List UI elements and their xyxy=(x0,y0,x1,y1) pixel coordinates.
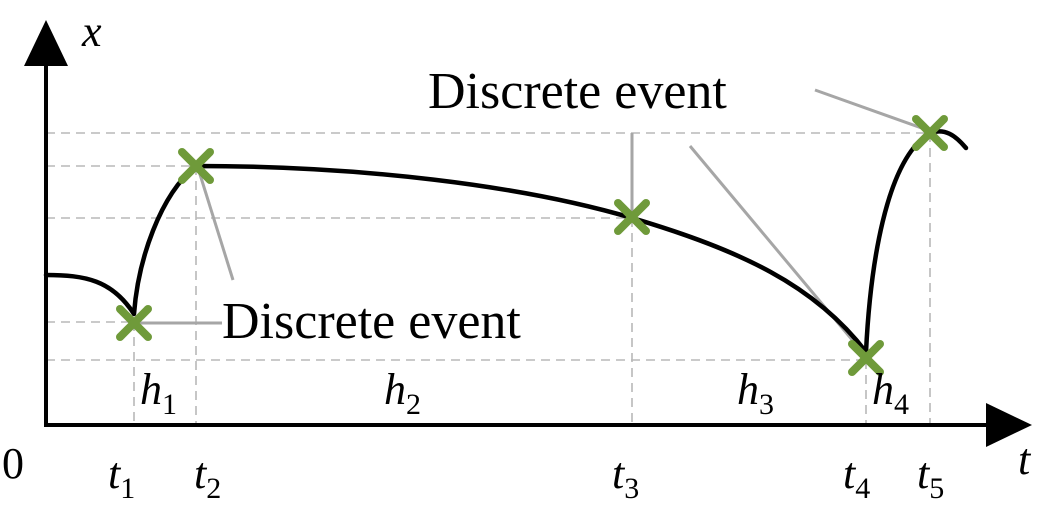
event-marker-t3 xyxy=(614,199,650,235)
horizontal-gridlines xyxy=(46,132,930,361)
tick-label-t2: t2 xyxy=(194,449,221,505)
leader-lower-event xyxy=(196,167,235,281)
lower-event-label: Discrete event xyxy=(222,293,521,350)
upper-event-label: Discrete event xyxy=(428,63,727,120)
leader-upper-event xyxy=(814,88,931,133)
event-marker-t2 xyxy=(178,148,214,184)
event-marker-t1 xyxy=(116,305,152,341)
tick-label-t1: t1 xyxy=(108,449,135,505)
vertical-gridlines xyxy=(133,133,931,425)
event-marker-t4 xyxy=(848,340,884,376)
tick-label-t5: t5 xyxy=(917,449,944,505)
step-label-h4: h4 xyxy=(872,365,909,421)
x-axis-arrowhead xyxy=(986,403,1032,447)
origin-label: 0 xyxy=(2,439,24,488)
step-label-h1: h1 xyxy=(140,365,177,421)
tick-label-t3: t3 xyxy=(612,449,639,505)
y-axis-arrowhead xyxy=(24,20,68,66)
y-axis-label: x xyxy=(81,7,102,56)
tick-label-t4: t4 xyxy=(843,449,870,505)
x-axis-label: t xyxy=(1018,435,1032,484)
state-trajectory xyxy=(43,129,969,355)
event-marker-t5 xyxy=(912,115,948,151)
step-label-h2: h2 xyxy=(384,365,421,421)
step-label-h3: h3 xyxy=(737,365,774,421)
axes xyxy=(24,20,1032,447)
